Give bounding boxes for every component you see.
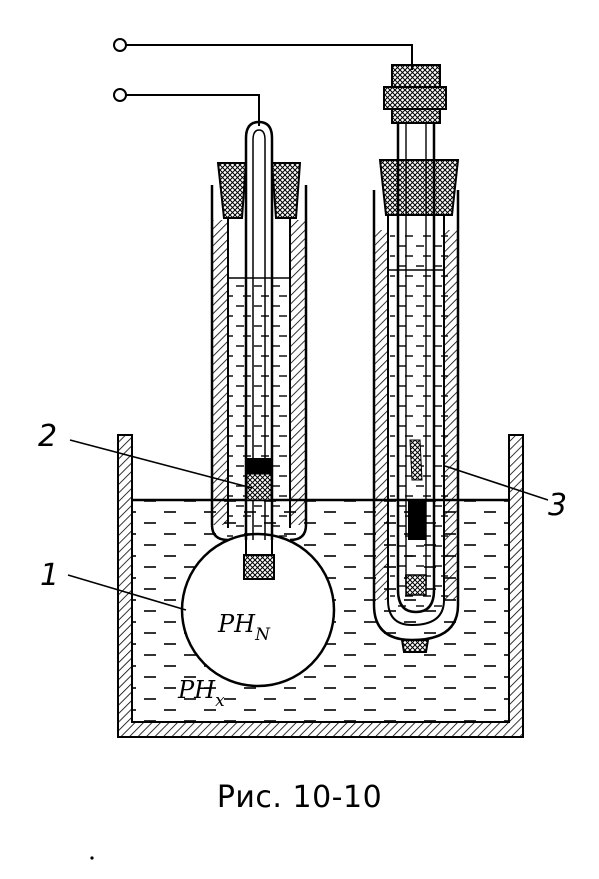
reference-electrode (372, 64, 460, 653)
label-reference: 3 (548, 488, 567, 523)
label-outer-solution: PHx (177, 676, 225, 711)
glass-electrode (180, 120, 336, 688)
label-inner-solution: PHN (217, 610, 271, 645)
figure-caption: Рис. 10-10 (216, 780, 383, 815)
label-junction: 2 (38, 419, 57, 454)
wires (113, 38, 413, 126)
label-bulb: 1 (40, 558, 59, 593)
leader-lines (67, 439, 549, 611)
